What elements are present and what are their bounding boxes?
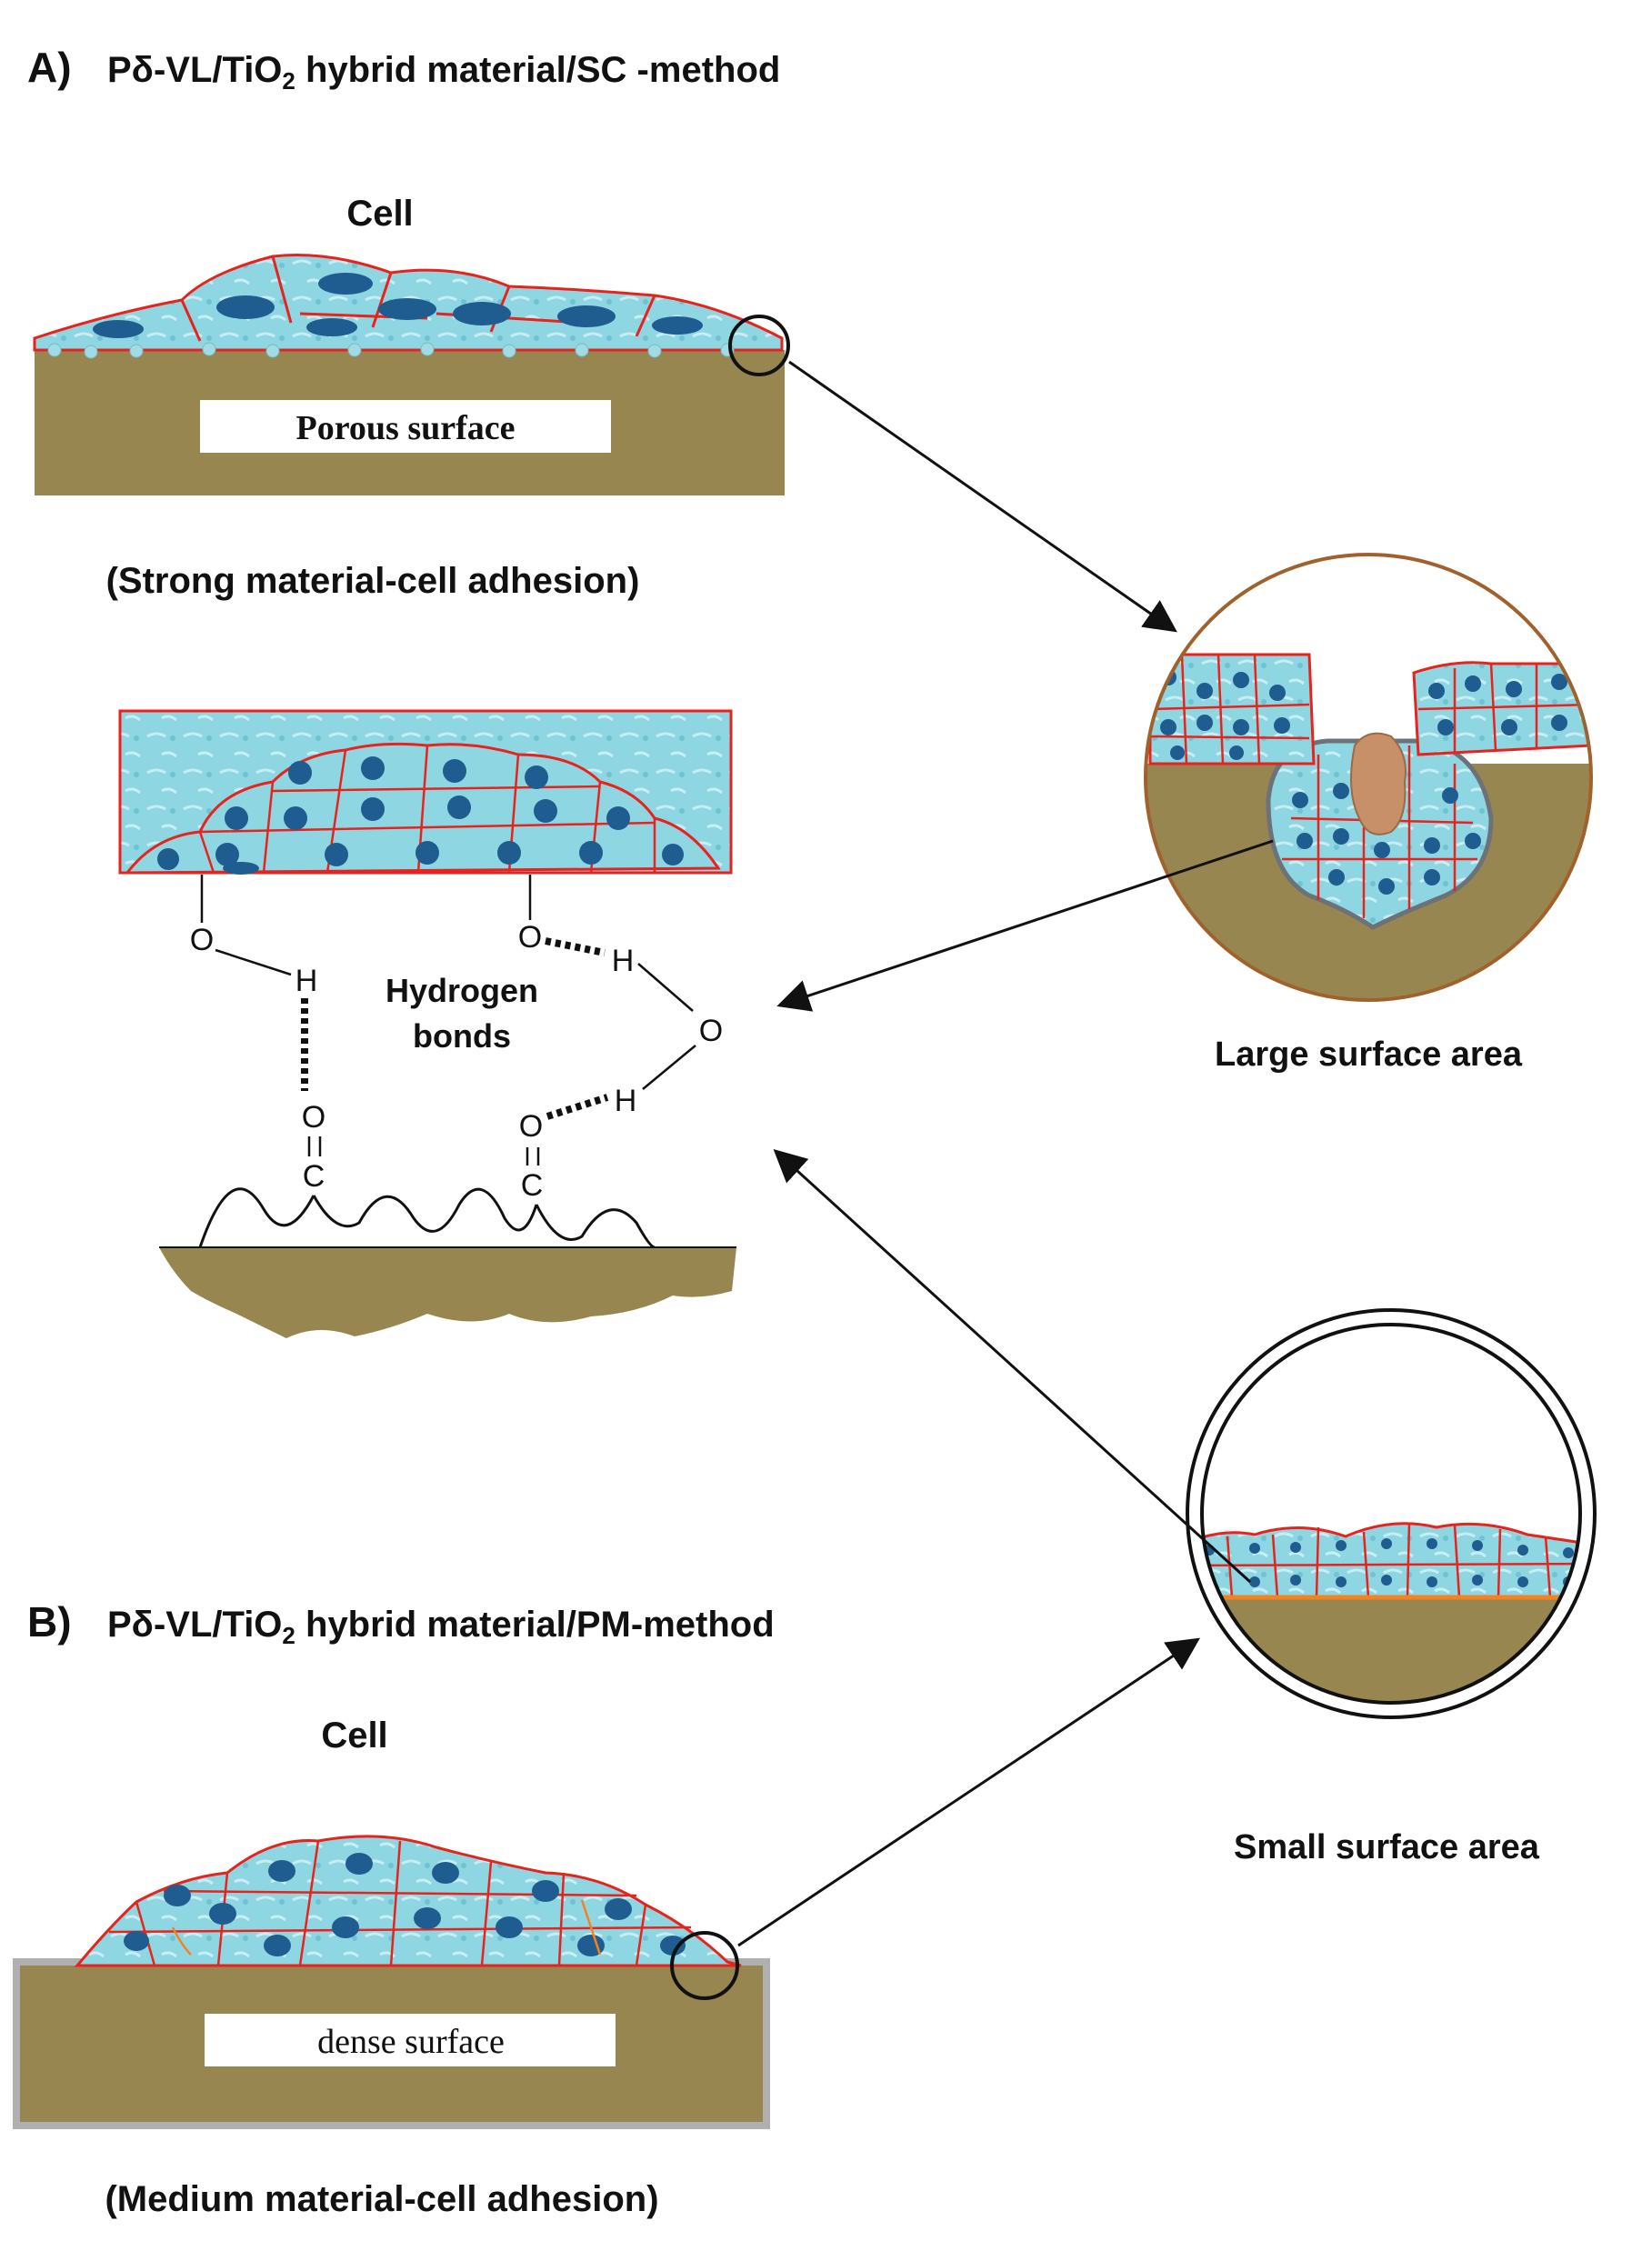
zoom-ring-small xyxy=(1200,1323,1582,1705)
panel-a-title: Pδ-VL/TiO2 hybrid material/SC -method xyxy=(107,50,780,95)
porous-surface-label: Porous surface xyxy=(296,409,516,447)
zoom-marker-a xyxy=(728,315,790,376)
dense-surface-label: dense surface xyxy=(317,2023,505,2061)
panel-b-title: Pδ-VL/TiO2 hybrid material/PM-method xyxy=(107,1605,775,1649)
atom-o-carbonyl-right: O xyxy=(519,1109,543,1144)
cell-layer-a xyxy=(33,254,784,359)
arrow-pore-to-bonding xyxy=(776,839,1274,1012)
panel-b-adhesion-label: (Medium material-cell adhesion) xyxy=(105,2179,658,2219)
panel-b: B) Pδ-VL/TiO2 hybrid material/PM-method … xyxy=(13,1598,775,2219)
small-surface-label: Small surface area xyxy=(1234,1828,1540,1866)
arrow-small-zoom-to-bonding xyxy=(773,1148,1252,1584)
panel-a-letter: A) xyxy=(27,44,72,91)
arrows xyxy=(737,360,1274,1947)
atom-c-left: C xyxy=(303,1159,325,1194)
zoom-ring-large xyxy=(1144,553,1593,1002)
atom-h-right-top: H xyxy=(612,944,635,978)
arrow-marker-a-to-large-zoom xyxy=(788,360,1177,633)
hydrogen-bonds-label-line2: bonds xyxy=(413,1017,511,1055)
atom-c-right: C xyxy=(521,1168,544,1203)
polymer-chain xyxy=(198,1187,656,1249)
hydrogen-bonds-label-line1: Hydrogen xyxy=(385,972,538,1009)
cell-block-divisions xyxy=(198,745,656,874)
atom-o-right: O xyxy=(518,920,542,955)
atom-o-left: O xyxy=(190,923,214,957)
atom-h-left: H xyxy=(295,964,318,998)
atom-o-carbonyl-left: O xyxy=(302,1100,325,1135)
panel-a: A) Pδ-VL/TiO2 hybrid material/SC -method… xyxy=(27,44,790,601)
porous-surface-label-box xyxy=(200,400,611,453)
atom-o-water: O xyxy=(699,1014,723,1048)
panel-b-cell-label: Cell xyxy=(321,1716,387,1756)
large-surface-label: Large surface area xyxy=(1215,1035,1523,1074)
zoom-marker-b xyxy=(670,1931,739,2000)
zoom-large-surface xyxy=(1144,553,1593,1002)
arrow-marker-b-to-small-zoom xyxy=(737,1637,1200,1947)
atom-h-right-bottom: H xyxy=(615,1084,637,1118)
dense-surface-label-box xyxy=(205,2014,616,2066)
rough-substrate xyxy=(159,1247,736,1338)
cell-block-nuclei xyxy=(157,756,684,875)
bonding-schematic: O H O C O H O H O C Hydrogen bonds xyxy=(118,709,736,1338)
panel-a-adhesion-label: (Strong material-cell adhesion) xyxy=(106,561,640,601)
panel-a-cell-label: Cell xyxy=(346,194,413,234)
zoom-small-surface xyxy=(1186,1308,1597,1719)
cell-layer-b xyxy=(74,1835,742,1967)
panel-b-letter: B) xyxy=(27,1598,72,1646)
